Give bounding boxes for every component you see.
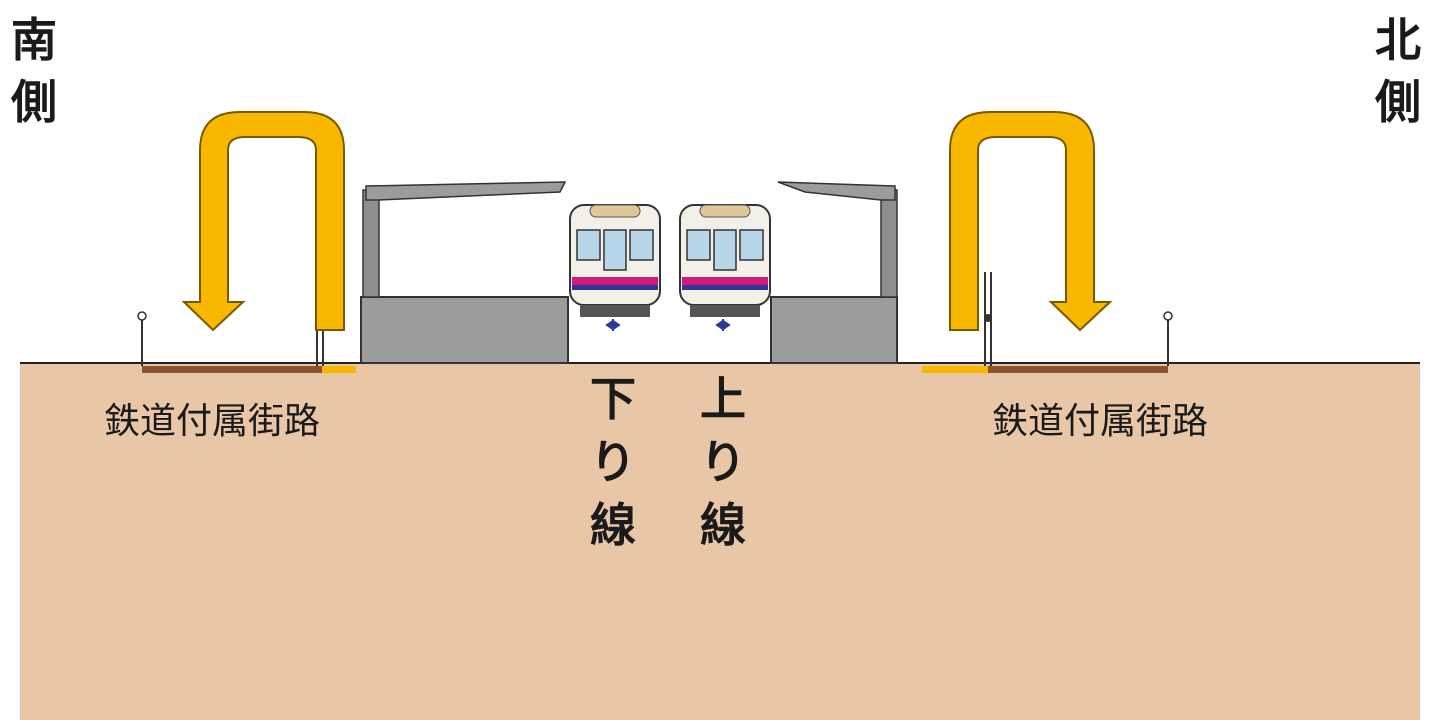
south-side-label: 南 側 [10,13,57,129]
right-u-turn-arrow-icon [949,111,1113,332]
svg-text:り: り [590,435,636,489]
down-line-label: 下 り 線 [590,372,636,552]
left-u-turn-arrow-icon [181,111,345,332]
up-line-label: 上 り 線 [700,372,746,552]
right-access-road [922,272,1173,373]
right-platform [770,181,898,364]
svg-text:上: 上 [700,372,746,426]
left-platform [360,181,569,364]
svg-text:線: 線 [590,498,636,552]
svg-text:下: 下 [590,372,636,426]
svg-text:り: り [700,435,746,489]
up-line-train [679,204,771,331]
svg-text:南: 南 [11,13,57,67]
svg-text:線: 線 [700,498,746,552]
left-road-label: 鉄道付属街路 [104,401,320,442]
svg-text:側: 側 [1374,75,1421,129]
down-line-train [569,204,661,331]
ground [20,363,1420,720]
svg-text:側: 側 [10,75,57,129]
svg-text:北: 北 [1375,13,1421,67]
right-road-label: 鉄道付属街路 [992,401,1208,442]
north-side-label: 北 側 [1374,13,1421,129]
